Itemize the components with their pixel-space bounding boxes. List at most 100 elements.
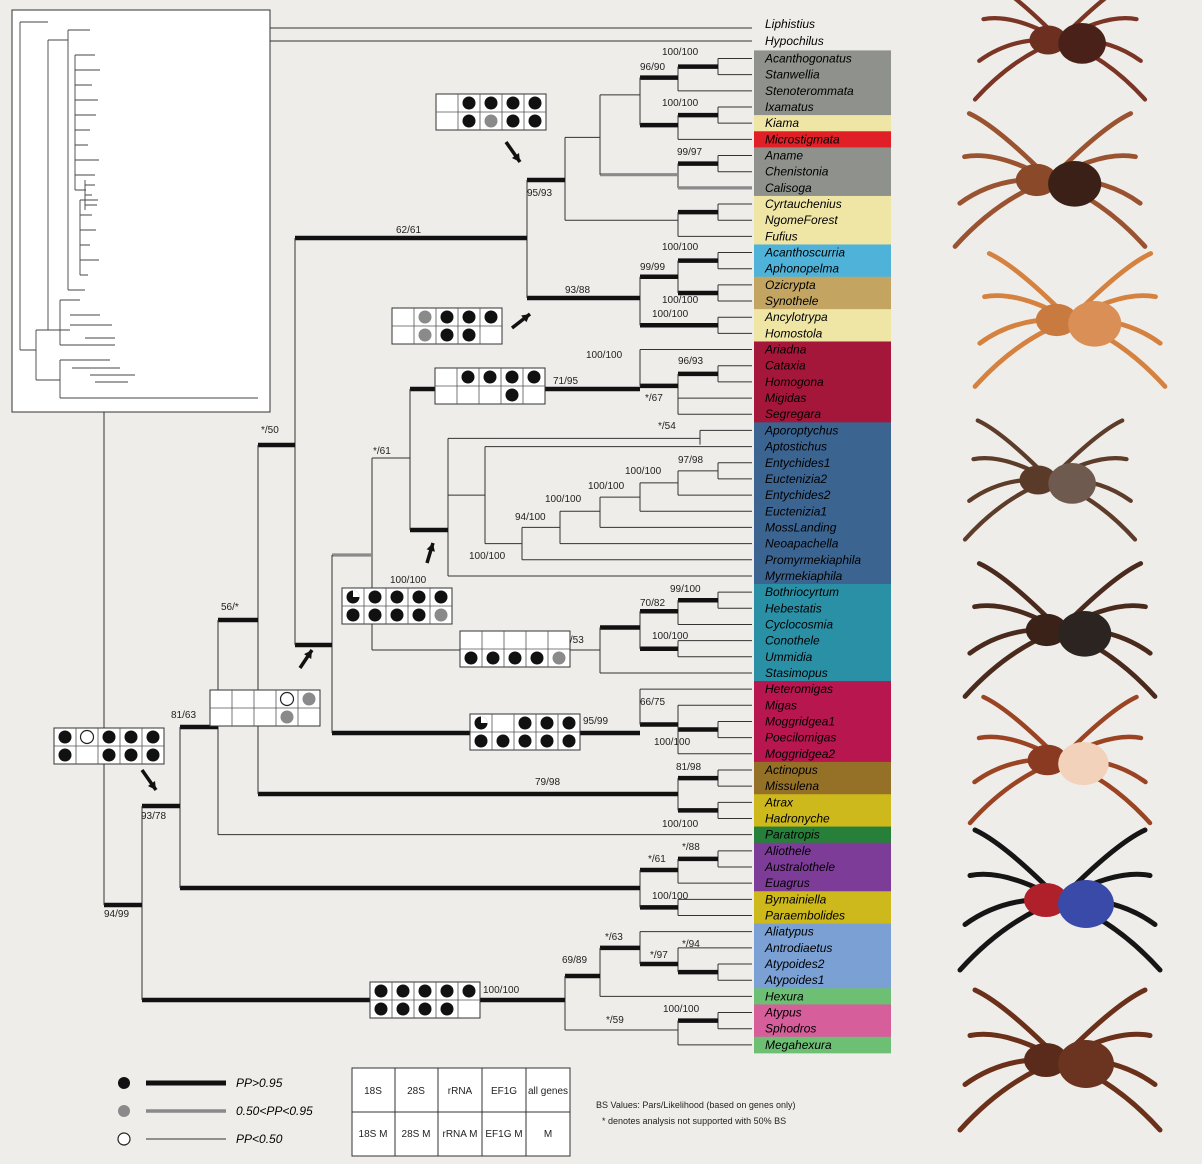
taxon-label: Bothriocyrtum xyxy=(765,585,839,599)
filled-dot-icon xyxy=(419,985,432,998)
table-cell: 18S M xyxy=(359,1129,388,1140)
filled-dot-icon xyxy=(463,311,476,324)
support-value: 100/100 xyxy=(662,98,699,109)
support-value: 100/100 xyxy=(588,481,625,492)
taxon-label: Stanwellia xyxy=(765,68,820,82)
legend-item-medium: 0.50<PP<0.95 xyxy=(118,1104,313,1118)
filled-dot-icon xyxy=(485,97,498,110)
filled-dot-icon xyxy=(506,389,519,402)
filled-dot-icon xyxy=(529,97,542,110)
support-value: 100/100 xyxy=(652,891,689,902)
support-value: 97/98 xyxy=(678,455,703,466)
support-value: 93/78 xyxy=(141,811,166,822)
filled-dot-icon xyxy=(541,717,554,730)
filled-dot-icon xyxy=(391,591,404,604)
taxon-label: Bymainiella xyxy=(765,892,827,906)
support-value: 95/93 xyxy=(527,188,552,199)
spider-photo-icon xyxy=(965,421,1135,540)
taxon-label: Ixamatus xyxy=(765,100,814,114)
filled-dot-icon xyxy=(463,985,476,998)
filled-dot-icon xyxy=(147,749,160,762)
taxon-label: Ozicrypta xyxy=(765,278,816,292)
filled-dot-icon xyxy=(528,371,541,384)
taxon-label: Aliothele xyxy=(764,844,811,858)
support-value: 96/93 xyxy=(678,356,703,367)
filled-dot-icon xyxy=(465,652,478,665)
taxon-label: Moggridgea1 xyxy=(765,714,835,728)
filled-dot-icon xyxy=(563,735,576,748)
filled-dot-icon xyxy=(529,115,542,128)
filled-dot-icon xyxy=(463,329,476,342)
filled-dot-icon xyxy=(103,749,116,762)
filled-dot-icon xyxy=(125,749,138,762)
filled-dot-icon xyxy=(463,115,476,128)
spider-photo-icon xyxy=(965,564,1155,697)
legend-item-weak: PP<0.50 xyxy=(118,1132,283,1146)
taxon-label: Euctenizia1 xyxy=(765,504,827,518)
filled-dot-icon xyxy=(541,735,554,748)
spider-photo-icon xyxy=(955,114,1145,247)
support-value: 100/100 xyxy=(662,295,699,306)
support-value: 100/100 xyxy=(662,242,699,253)
support-value: 71/95 xyxy=(553,376,578,387)
gray-dot-icon xyxy=(553,652,566,665)
taxon-label: Entychides2 xyxy=(765,488,831,502)
table-cell: 28S M xyxy=(402,1129,431,1140)
taxon-label: Cataxia xyxy=(765,359,806,373)
table-cell: rRNA M xyxy=(443,1129,478,1140)
support-value: 100/100 xyxy=(652,309,689,320)
support-value: 100/100 xyxy=(654,737,691,748)
support-value: 93/88 xyxy=(565,285,590,296)
support-value: 79/98 xyxy=(535,777,560,788)
filled-dot-icon xyxy=(147,731,160,744)
support-value: 81/98 xyxy=(676,762,701,773)
taxon-label: Myrmekiaphila xyxy=(765,569,843,583)
support-value: 100/100 xyxy=(652,631,689,642)
taxon-label: Euctenizia2 xyxy=(765,472,827,486)
support-value: 70/82 xyxy=(640,598,665,609)
filled-dot-icon xyxy=(475,735,488,748)
taxon-label: Hebestatis xyxy=(765,601,822,615)
taxon-label: Homogona xyxy=(765,375,824,389)
taxon-label: Hexura xyxy=(765,989,804,1003)
gray-dot-icon xyxy=(419,329,432,342)
filled-dot-icon xyxy=(369,591,382,604)
support-value: */88 xyxy=(682,842,700,853)
table-cell: 28S xyxy=(407,1086,425,1097)
filled-dot-icon xyxy=(441,329,454,342)
filled-dot-icon xyxy=(118,1077,130,1089)
table-cell: EF1G M xyxy=(485,1129,522,1140)
filled-dot-icon xyxy=(413,609,426,622)
support-value: 56/* xyxy=(221,602,239,613)
taxon-label: Atypoides2 xyxy=(764,957,825,971)
outgroup-taxon-label: Hypochilus xyxy=(765,34,824,48)
open-dot-icon xyxy=(81,731,94,744)
filled-dot-icon xyxy=(59,749,72,762)
support-value: */54 xyxy=(658,421,676,432)
filled-dot-icon xyxy=(519,717,532,730)
support-value: 100/100 xyxy=(545,494,582,505)
support-value: 95/99 xyxy=(583,716,608,727)
filled-dot-icon xyxy=(435,591,448,604)
spider-photo-icon xyxy=(970,697,1150,823)
filled-dot-icon xyxy=(519,735,532,748)
filled-dot-icon xyxy=(441,1003,454,1016)
legend-label: 0.50<PP<0.95 xyxy=(236,1104,313,1118)
support-value: */97 xyxy=(650,950,668,961)
taxon-label: Migidas xyxy=(765,391,806,405)
taxon-label: Synothele xyxy=(765,294,819,308)
support-value: 100/100 xyxy=(483,985,520,996)
support-value: 69/89 xyxy=(562,955,587,966)
support-value: */59 xyxy=(606,1015,624,1026)
taxon-label: Cyclocosmia xyxy=(765,617,833,631)
taxon-label: Poecilomigas xyxy=(765,731,836,745)
support-value: 100/100 xyxy=(662,819,699,830)
taxon-list: AcanthogonatusStanwelliaStenoterommataIx… xyxy=(754,50,891,1053)
legend: PP>0.95 0.50<PP<0.95 PP<0.50 18S 28S rRN… xyxy=(118,1068,795,1156)
support-value: 100/100 xyxy=(625,466,662,477)
taxon-label: Neoapachella xyxy=(765,537,839,551)
taxon-label: Euagrus xyxy=(765,876,810,890)
taxon-label: Aporoptychus xyxy=(764,423,838,437)
table-cell: rRNA xyxy=(448,1086,473,1097)
